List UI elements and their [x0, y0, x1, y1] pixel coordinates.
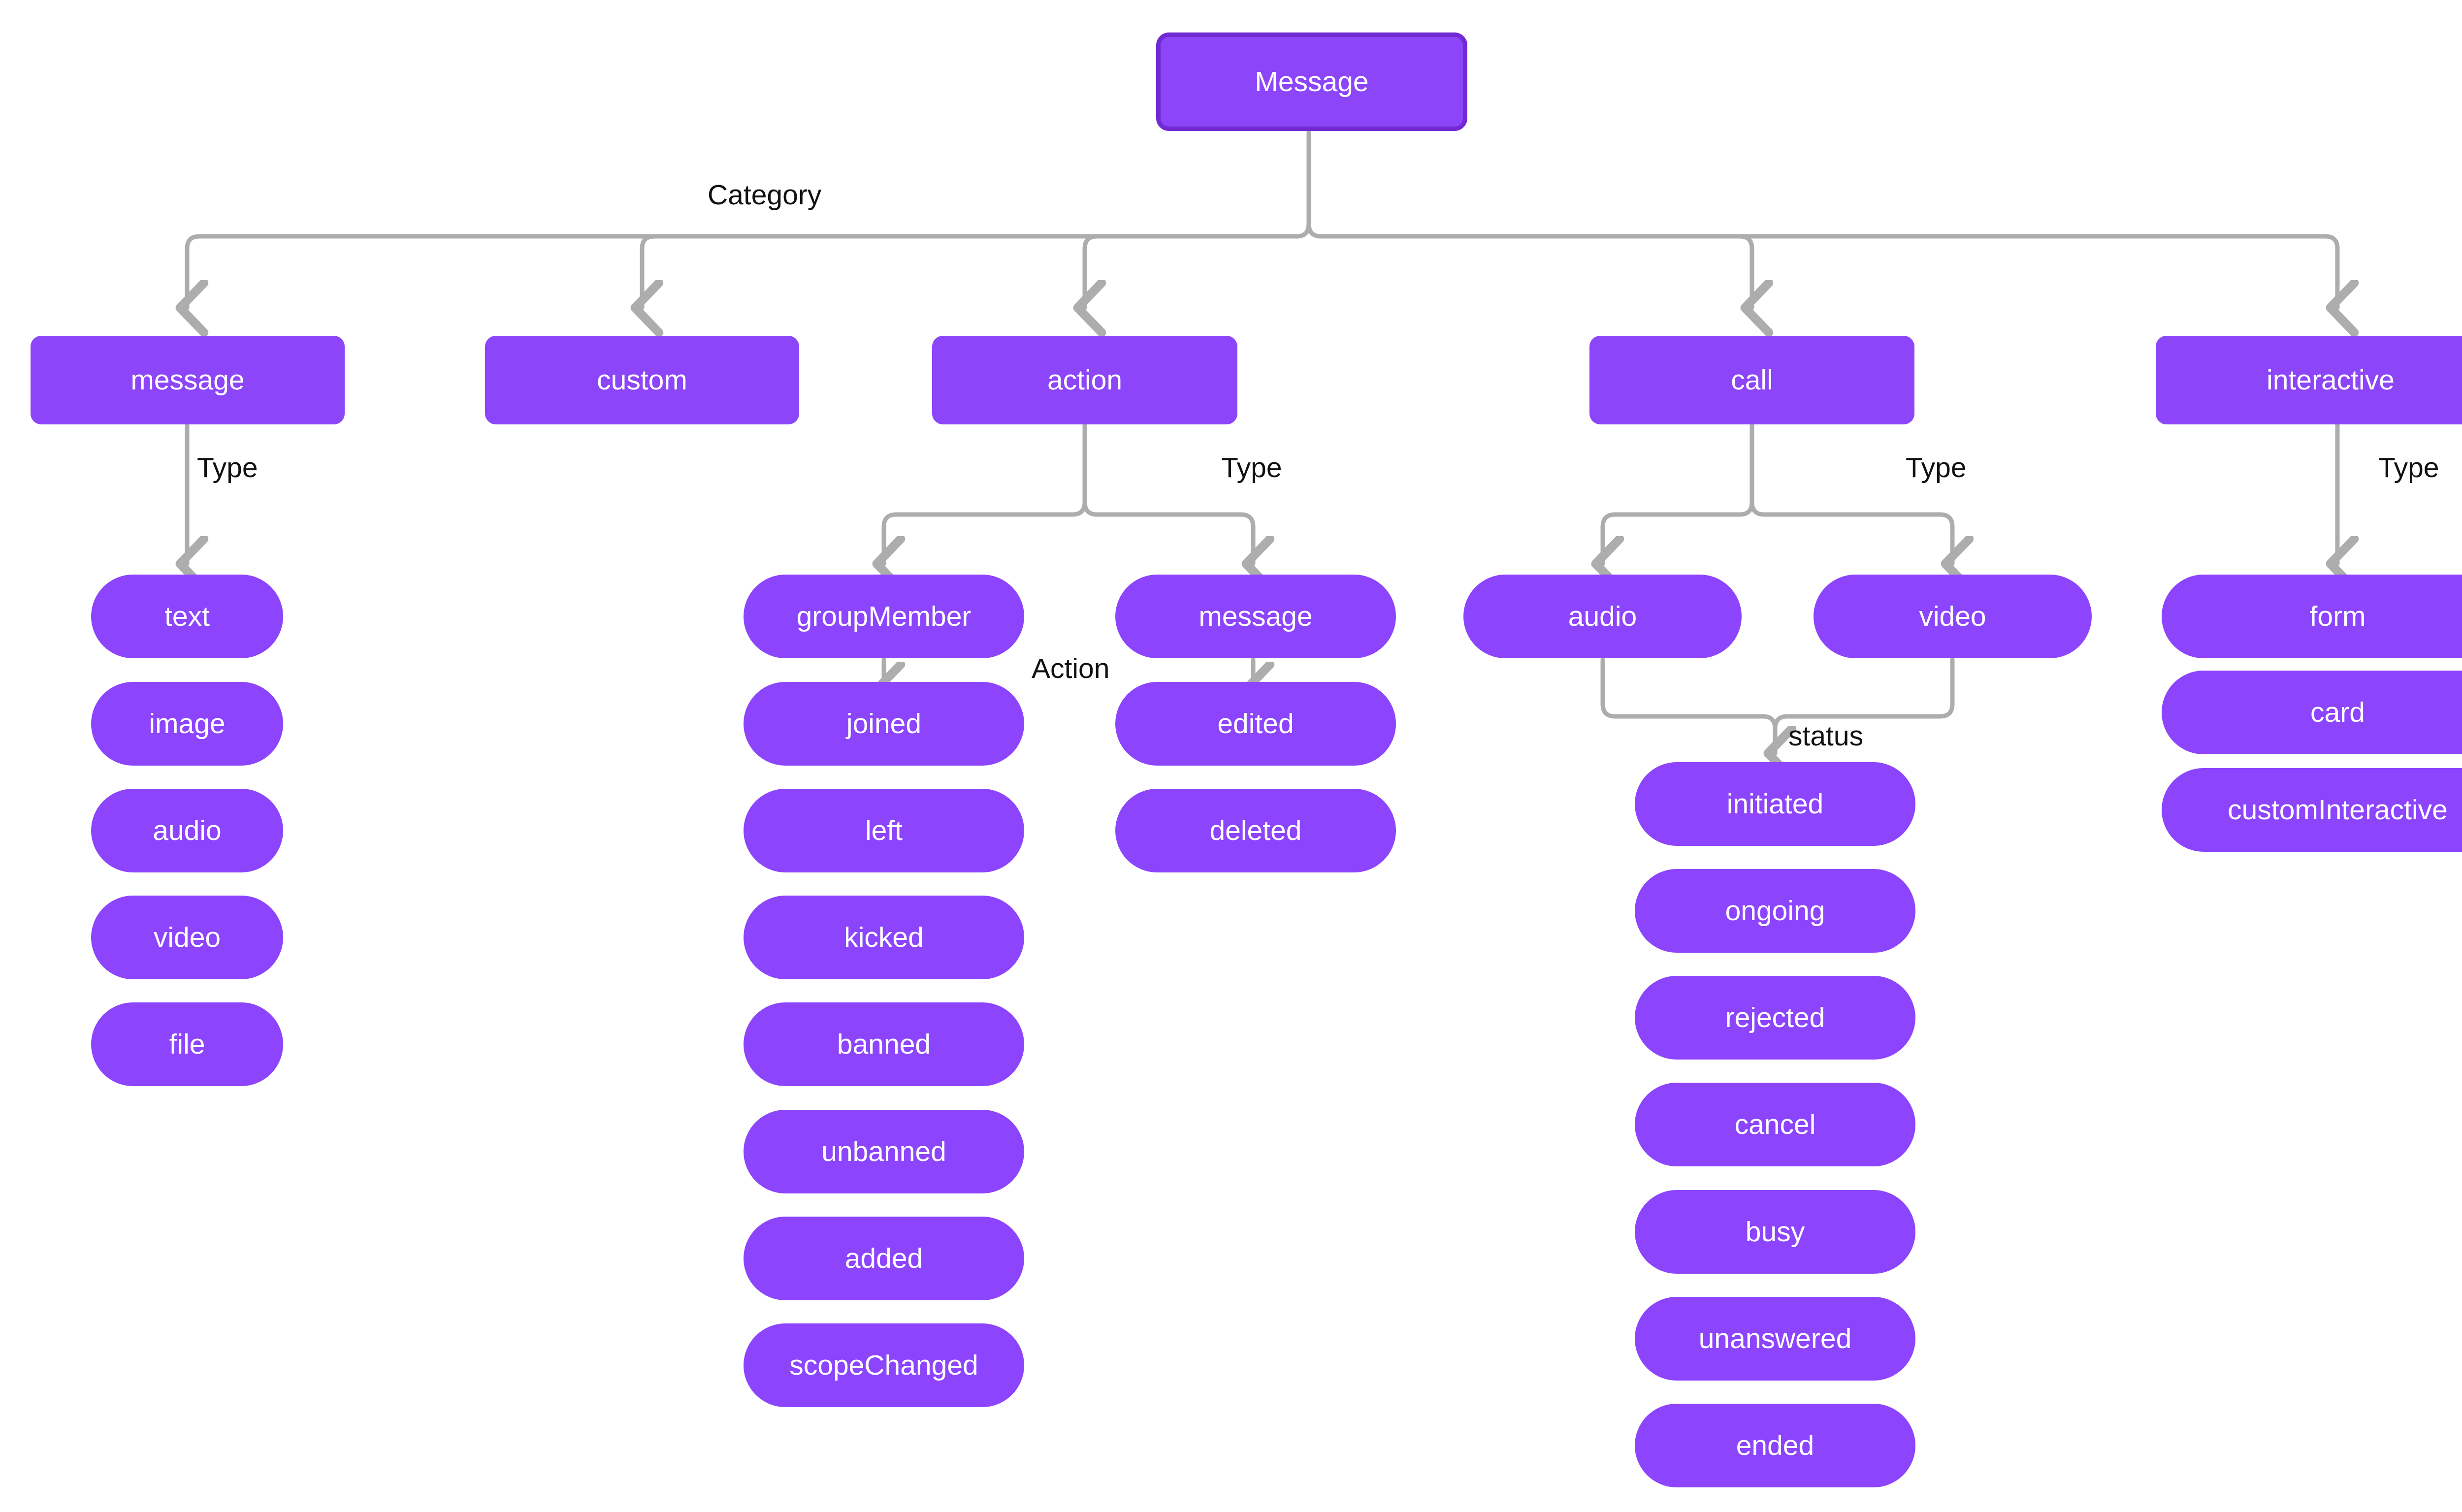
node-groupmember-action-added[interactable]: added: [744, 1217, 1024, 1300]
node-groupmember-action-banned[interactable]: banned: [744, 1002, 1024, 1086]
edge-label-status: status: [1788, 720, 1864, 752]
node-message-type-video[interactable]: video: [91, 896, 283, 979]
node-label: file: [169, 1028, 205, 1060]
node-label: card: [2310, 696, 2365, 728]
node-interactive-type-custominteractive[interactable]: customInteractive: [2162, 768, 2462, 852]
node-label: call: [1731, 364, 1773, 396]
edge-label-type-action: Type: [1221, 452, 1282, 483]
node-label: ongoing: [1725, 895, 1825, 927]
edge-label-action: Action: [1032, 653, 1110, 684]
node-category-custom[interactable]: custom: [485, 336, 799, 424]
node-label: joined: [846, 708, 922, 740]
node-message-type-text[interactable]: text: [91, 575, 283, 658]
node-label: image: [149, 708, 226, 740]
node-call-type-video[interactable]: video: [1814, 575, 2092, 658]
node-groupmember-action-scopechanged[interactable]: scopeChanged: [744, 1323, 1024, 1407]
edge-action-to-groupmember: [884, 422, 1087, 564]
node-label: message: [1199, 600, 1313, 632]
node-groupmember-action-unbanned[interactable]: unbanned: [744, 1110, 1024, 1193]
edge-audio-to-status: [1600, 657, 1775, 753]
node-action-type-message[interactable]: message: [1115, 575, 1396, 658]
node-message-action-edited[interactable]: edited: [1115, 682, 1396, 766]
node-label: unanswered: [1698, 1322, 1852, 1354]
node-label: audio: [153, 814, 222, 846]
edge-label-type-call: Type: [1906, 452, 1967, 483]
node-groupmember-action-kicked[interactable]: kicked: [744, 896, 1024, 979]
node-category-interactive[interactable]: interactive: [2156, 336, 2462, 424]
node-call-status-rejected[interactable]: rejected: [1635, 976, 1915, 1060]
node-label: scopeChanged: [789, 1349, 978, 1381]
edge-label-category: Category: [708, 179, 822, 211]
node-label: initiated: [1726, 788, 1824, 820]
node-label: cancel: [1734, 1108, 1816, 1140]
node-label: video: [153, 921, 221, 953]
node-action-type-groupmember[interactable]: groupMember: [744, 575, 1024, 658]
node-label: edited: [1217, 708, 1294, 740]
node-call-status-cancel[interactable]: cancel: [1635, 1083, 1915, 1166]
node-call-status-unanswered[interactable]: unanswered: [1635, 1297, 1915, 1381]
node-category-call[interactable]: call: [1589, 336, 1914, 424]
node-label: Message: [1255, 65, 1369, 97]
node-label: video: [1919, 600, 1986, 632]
node-label: audio: [1568, 600, 1637, 632]
node-label: customInteractive: [2228, 794, 2448, 826]
node-label: rejected: [1725, 1001, 1825, 1033]
node-label: banned: [837, 1028, 931, 1060]
node-message-root[interactable]: Message: [1156, 32, 1467, 131]
node-label: interactive: [2267, 364, 2395, 396]
node-label: text: [164, 600, 210, 632]
edge-call-to-audio: [1603, 422, 1754, 564]
edge-label-type-message: Type: [197, 452, 258, 483]
node-category-message[interactable]: message: [31, 336, 345, 424]
node-label: message: [130, 364, 245, 396]
node-label: added: [844, 1242, 923, 1274]
node-message-type-file[interactable]: file: [91, 1002, 283, 1086]
node-call-status-busy[interactable]: busy: [1635, 1190, 1915, 1274]
node-label: left: [865, 814, 903, 846]
node-category-action[interactable]: action: [932, 336, 1237, 424]
node-message-action-deleted[interactable]: deleted: [1115, 789, 1396, 872]
node-label: unbanned: [821, 1135, 946, 1167]
edge-action-to-message: [1082, 422, 1253, 564]
node-groupmember-action-left[interactable]: left: [744, 789, 1024, 872]
node-message-type-audio[interactable]: audio: [91, 789, 283, 872]
node-interactive-type-card[interactable]: card: [2162, 671, 2462, 754]
edge-video-to-status: [1773, 657, 1955, 756]
node-label: groupMember: [796, 600, 972, 632]
edge-call-to-video: [1749, 422, 1952, 564]
edge-label-type-interactive: Type: [2378, 452, 2439, 483]
node-call-status-ongoing[interactable]: ongoing: [1635, 869, 1915, 953]
node-label: custom: [597, 364, 687, 396]
node-label: action: [1047, 364, 1123, 396]
node-call-status-initiated[interactable]: initiated: [1635, 762, 1915, 846]
node-groupmember-action-joined[interactable]: joined: [744, 682, 1024, 766]
node-label: deleted: [1209, 814, 1302, 846]
node-label: form: [2309, 600, 2366, 632]
node-call-type-audio[interactable]: audio: [1463, 575, 1742, 658]
edge-root-to-interactive: [1306, 222, 2337, 308]
node-label: busy: [1745, 1216, 1805, 1248]
node-interactive-type-form[interactable]: form: [2162, 575, 2462, 658]
node-message-type-image[interactable]: image: [91, 682, 283, 766]
node-label: kicked: [844, 921, 924, 953]
node-label: ended: [1736, 1429, 1814, 1461]
node-call-status-ended[interactable]: ended: [1635, 1404, 1915, 1487]
edge-root-to-action: [1085, 222, 1311, 308]
